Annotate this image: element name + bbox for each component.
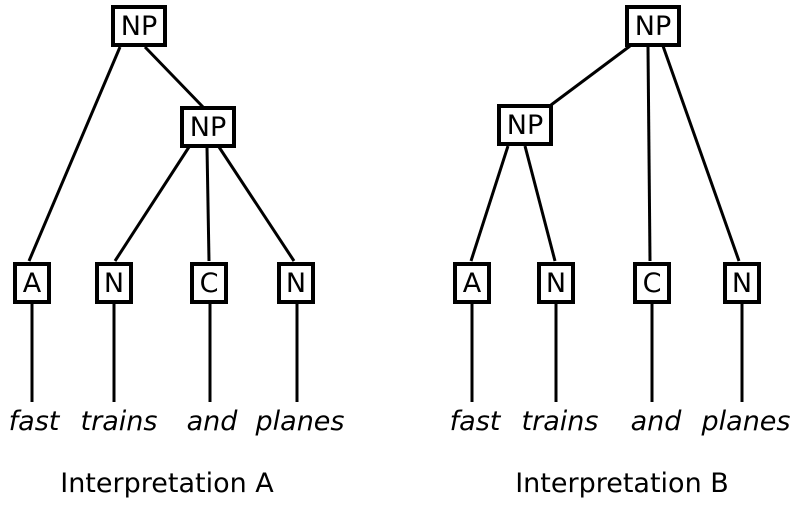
tree-b-inner-np: NP xyxy=(497,104,553,146)
tree-a-leaf-n2: N xyxy=(277,262,315,304)
edge-root-to-n2 xyxy=(661,45,741,262)
tree-a-word-fast: fast xyxy=(8,406,60,437)
caption-interpretation-a: Interpretation A xyxy=(60,468,274,499)
tree-b-leaf-c: C xyxy=(633,262,671,304)
tree-a-word-and: and xyxy=(186,406,238,437)
tree-b-root-np: NP xyxy=(625,5,681,47)
tree-a-leaf-c: C xyxy=(190,262,228,304)
tree-b-leaf-n2: N xyxy=(723,262,761,304)
edge-inner-to-n2 xyxy=(217,146,296,262)
edge-inner-to-n1 xyxy=(113,146,191,262)
edge-root-to-inner-np xyxy=(143,45,205,109)
tree-a-word-planes: planes xyxy=(255,406,345,437)
tree-b-leaf-n1: N xyxy=(537,262,575,304)
tree-a-edges xyxy=(27,45,299,402)
tree-a-leaf-n1: N xyxy=(95,262,133,304)
tree-a-word-trains: trains xyxy=(80,406,158,437)
edge-inner-to-a xyxy=(469,145,510,262)
tree-b-word-fast: fast xyxy=(449,406,501,437)
caption-interpretation-b: Interpretation B xyxy=(515,468,729,499)
tree-b-leaf-a: A xyxy=(453,262,491,304)
tree-b-word-planes: planes xyxy=(701,406,791,437)
tree-a-inner-np: NP xyxy=(180,106,236,148)
tree-a-leaf-a: A xyxy=(13,262,51,304)
tree-b-edges xyxy=(469,44,744,402)
edge-inner-to-c xyxy=(205,146,211,262)
edge-root-to-c xyxy=(646,46,652,262)
tree-b-word-and: and xyxy=(630,406,682,437)
edge-inner-to-n1 xyxy=(523,145,557,262)
tree-b-word-trains: trains xyxy=(521,406,599,437)
edge-root-to-inner-np xyxy=(550,44,631,107)
edge-root-to-a xyxy=(27,46,122,262)
tree-a-root-np: NP xyxy=(111,5,167,47)
